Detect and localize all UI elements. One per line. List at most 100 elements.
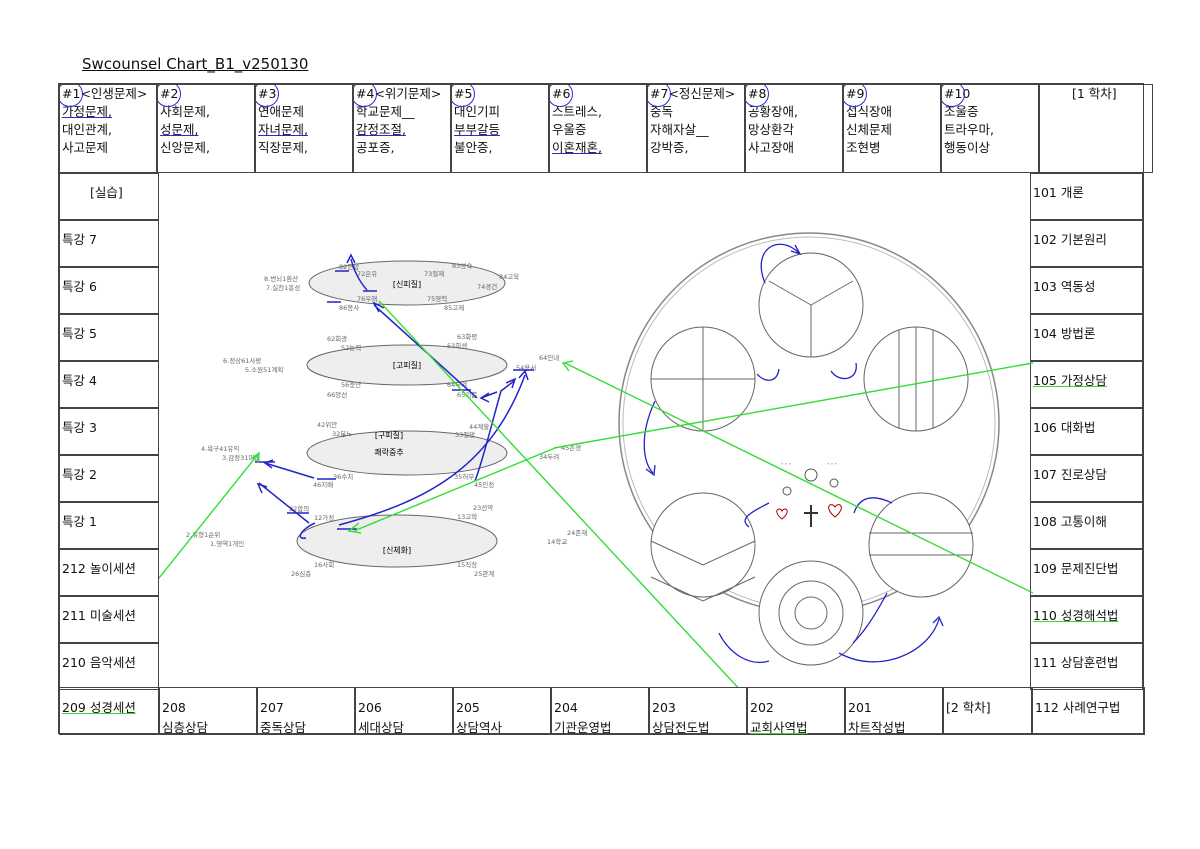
- left-session-cell: 특강 1: [59, 502, 159, 549]
- course-code: 203: [652, 700, 676, 715]
- problem-item: 섭식장애: [846, 104, 893, 119]
- course-cell: 110 성경해석법: [1030, 596, 1143, 643]
- course-cell: 103 역동성: [1030, 267, 1143, 314]
- svg-text:3.감정31미움: 3.감정31미움: [222, 453, 260, 462]
- svg-text:25관계: 25관계: [474, 569, 494, 578]
- svg-text:4.욕구41유익: 4.욕구41유익: [201, 445, 239, 453]
- svg-text:56충만: 56충만: [341, 380, 361, 389]
- circle-mark-icon: [648, 85, 671, 107]
- problem-item: 성문제,: [160, 122, 199, 137]
- problem-item: 사고장애: [748, 140, 795, 155]
- problem-category-11: [1 학차]: [1039, 84, 1153, 173]
- problem-category-1: #1<인생문제>가정문제,대인관계,사고문제: [59, 84, 157, 173]
- svg-text:64인내: 64인내: [539, 353, 559, 362]
- problem-item: 스트레스,: [552, 104, 602, 119]
- problem-item: 이혼재혼,: [552, 140, 602, 155]
- svg-text:45존경: 45존경: [561, 443, 581, 452]
- svg-text:83성숙: 83성숙: [452, 261, 472, 270]
- svg-text:쾌락중추: 쾌락중추: [374, 447, 403, 457]
- svg-text:33절망: 33절망: [455, 430, 475, 439]
- svg-text:2.유형1순위: 2.유형1순위: [186, 531, 220, 539]
- circle-mark-icon: [452, 85, 475, 107]
- circle-mark-icon: [746, 85, 769, 107]
- problem-category-4: #4<위기문제>학교문제__감정조절,공포증,: [353, 84, 451, 173]
- course-code: 209 성경세션: [62, 700, 136, 715]
- svg-text:[고피질]: [고피질]: [393, 361, 421, 370]
- course-code: 202: [750, 700, 774, 715]
- svg-text:14학교: 14학교: [547, 537, 567, 546]
- svg-text:53희생: 53희생: [447, 341, 467, 350]
- svg-text:16사회: 16사회: [314, 560, 334, 569]
- left-session-cell: 특강 5: [59, 314, 159, 361]
- svg-text:52능력: 52능력: [341, 344, 361, 352]
- svg-text:42위안: 42위안: [317, 420, 337, 429]
- brain-level-diagram: [신피질] 8.번뇌1환산 7.실천1흥성 82연합 72은유 83성숙 73절…: [58, 232, 1034, 704]
- svg-text:63화평: 63화평: [457, 332, 477, 341]
- bottom-course-cell: 209 성경세션: [59, 687, 159, 735]
- svg-text:23선악: 23선악: [473, 503, 493, 512]
- problem-item: 대인기피: [454, 104, 501, 119]
- course-cell: 105 가정상담: [1030, 361, 1143, 408]
- problem-item: 대인관계,: [62, 122, 112, 137]
- svg-text:45인정: 45인정: [474, 480, 494, 489]
- course-name: 기관운영법: [554, 720, 612, 735]
- level-somatization: [신체화] 2.유형1순위 1.영역1개인 22합의 12가정 23선악 13고…: [186, 503, 587, 578]
- bottom-course-cell: [2 학차]: [943, 687, 1032, 735]
- svg-text:32분노: 32분노: [332, 430, 352, 438]
- level-neocortex: [신피질] 8.번뇌1환산 7.실천1흥성 82연합 72은유 83성숙 73절…: [264, 260, 519, 312]
- circle-mark-icon: [354, 85, 377, 107]
- problem-item: [1 학차]: [1072, 86, 1117, 101]
- circle-mark-icon: [550, 85, 573, 107]
- svg-text:46지배: 46지배: [313, 480, 333, 489]
- svg-text:1.영역1개인: 1.영역1개인: [210, 539, 244, 548]
- problem-item: 공황장애,: [748, 104, 798, 119]
- problem-item: 강박증,: [650, 140, 689, 155]
- left-session-cell: 특강 3: [59, 408, 159, 455]
- svg-text:5.소원51계획: 5.소원51계획: [245, 365, 283, 374]
- level-cortex: [고피질] 6.정상61사랑 5.소원51계획 62회광 52능력 63화평 5…: [223, 332, 559, 399]
- svg-text:15직장: 15직장: [457, 560, 477, 569]
- svg-text:75영력: 75영력: [427, 294, 447, 303]
- svg-text:24존재: 24존재: [567, 529, 587, 537]
- circle-mark-icon: [158, 85, 181, 107]
- svg-text:22합의: 22합의: [289, 504, 309, 513]
- left-session-cell: 특강 7: [59, 220, 159, 267]
- svg-text:86봉사: 86봉사: [339, 303, 359, 312]
- svg-text:12가정: 12가정: [314, 513, 334, 522]
- course-code: 207: [260, 700, 284, 715]
- svg-text:36수치: 36수치: [333, 472, 353, 481]
- center-diagram: [신피질] 8.번뇌1환산 7.실천1흥성 82연합 72은유 83성숙 73절…: [58, 173, 1034, 704]
- level-arrows: [255, 253, 534, 539]
- svg-text:8.번뇌1환산: 8.번뇌1환산: [264, 274, 298, 283]
- svg-text:34두려: 34두려: [539, 452, 559, 461]
- left-session-cell: [실습]: [59, 173, 159, 220]
- svg-text:62회광: 62회광: [327, 335, 347, 343]
- svg-text:84고육: 84고육: [499, 273, 519, 281]
- course-cell: 101 개론: [1030, 173, 1143, 220]
- course-cell: 107 진로상담: [1030, 455, 1143, 502]
- course-code: 204: [554, 700, 578, 715]
- svg-text:73절제: 73절제: [424, 270, 444, 278]
- problem-item: 불안증,: [454, 140, 493, 155]
- problem-item: 조현병: [846, 140, 881, 155]
- course-cell: 108 고통이해: [1030, 502, 1143, 549]
- bottom-course-cell: 204 기관운영법: [551, 687, 649, 735]
- category-group-label: <정신문제>: [668, 86, 736, 101]
- cross-icon: [804, 505, 818, 527]
- problem-item: 자녀문제,: [258, 122, 308, 137]
- svg-text:74경건: 74경건: [477, 282, 497, 291]
- circle-mark-icon: [942, 85, 965, 107]
- circle-mark-icon: [60, 85, 83, 107]
- svg-text:65기쁨: 65기쁨: [457, 390, 477, 399]
- svg-text:66양선: 66양선: [327, 390, 347, 399]
- course-cell: 102 기본원리: [1030, 220, 1143, 267]
- svg-text:6.정상61사랑: 6.정상61사랑: [223, 356, 261, 365]
- problem-item: 우울증: [552, 122, 587, 137]
- problem-item: 공포증,: [356, 140, 395, 155]
